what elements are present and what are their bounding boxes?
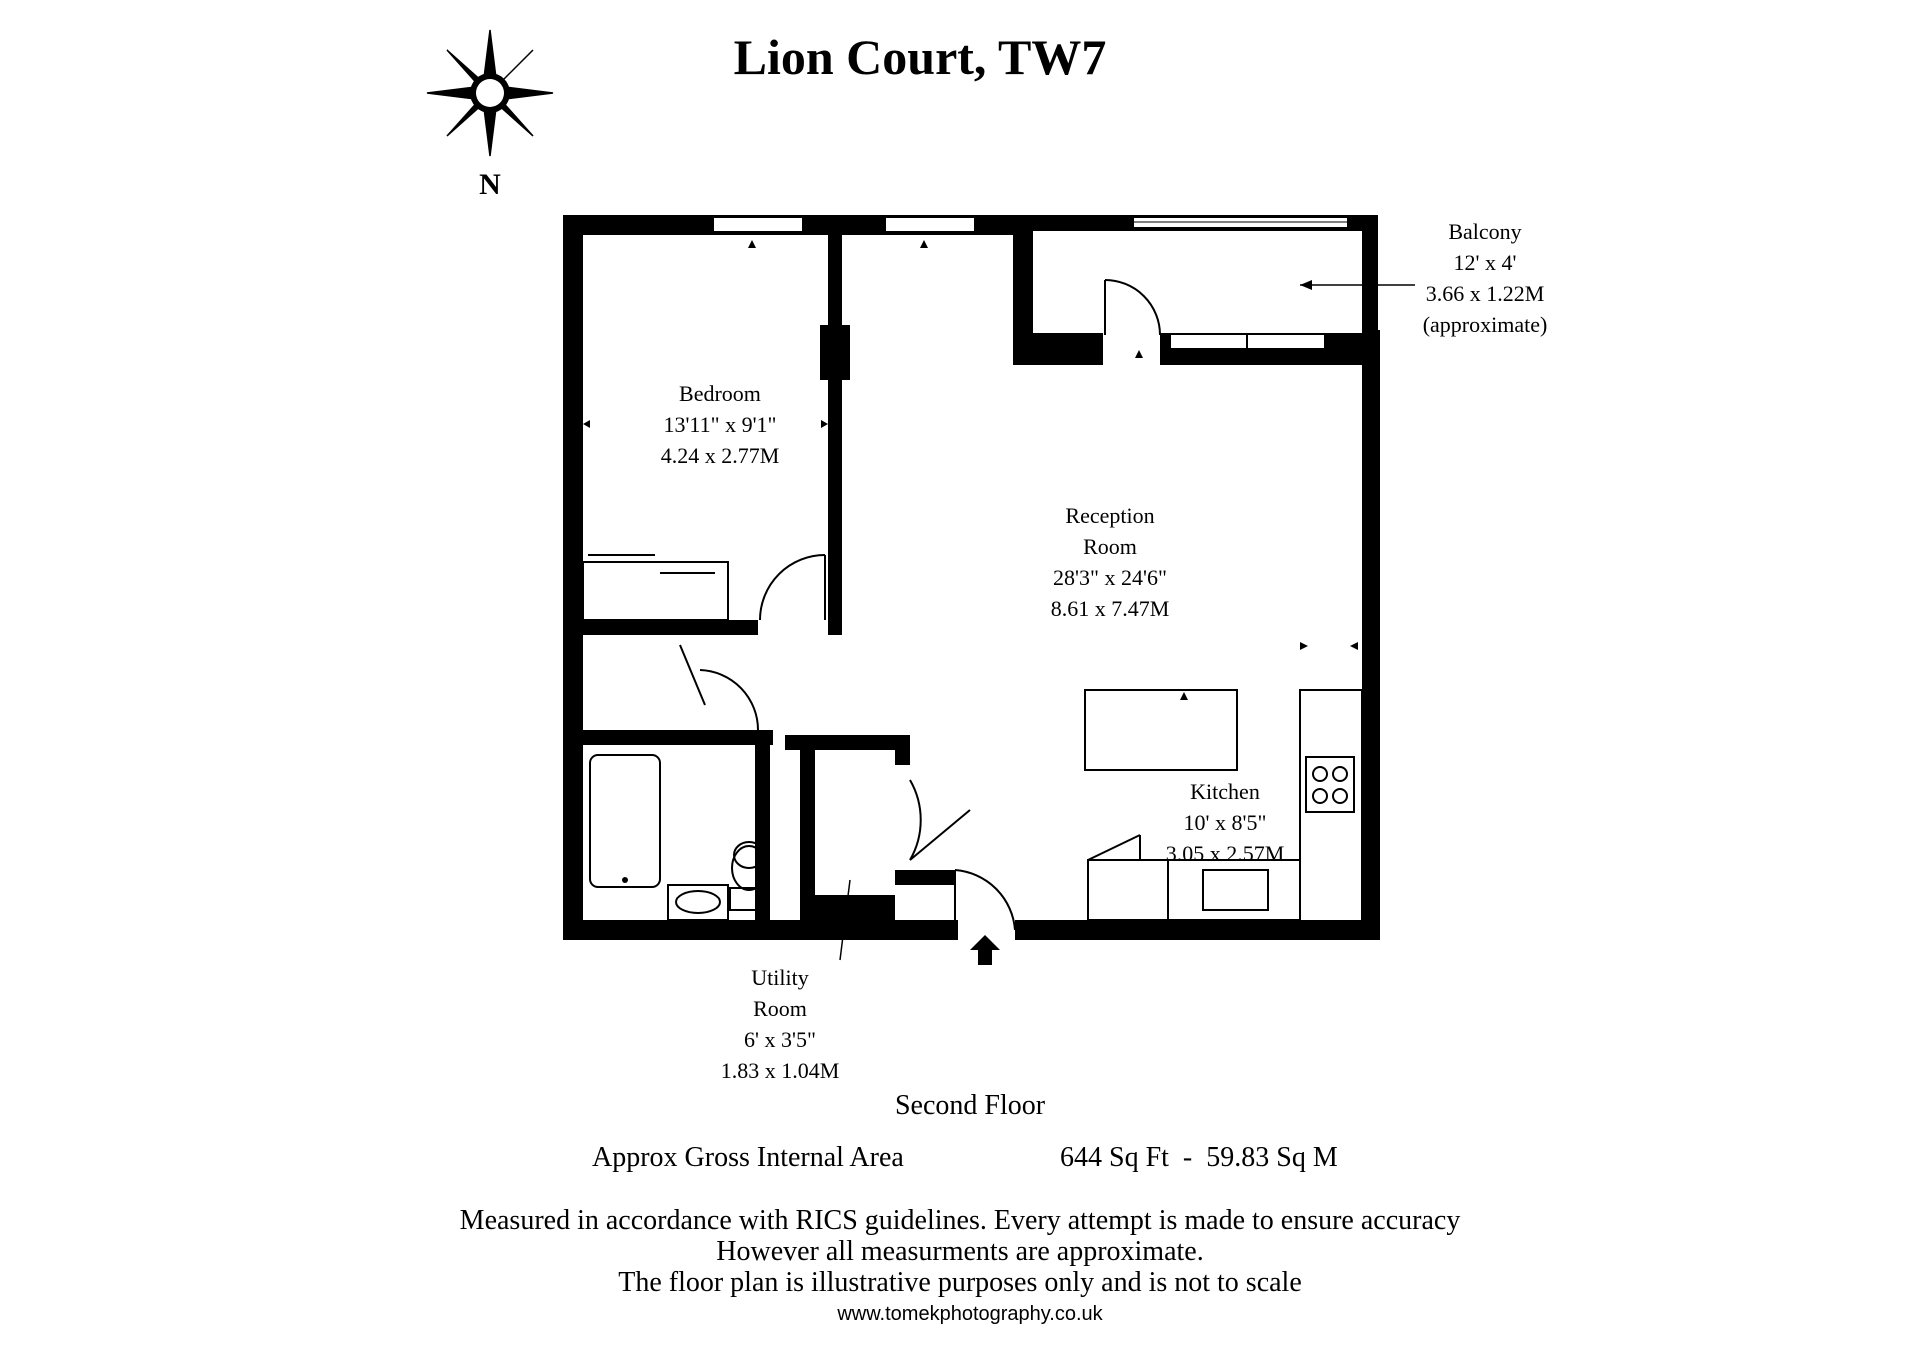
utility-size-imperial: 6' x 3'5": [744, 1027, 816, 1052]
kitchen-size-metric: 3.05 x 2.57M: [1165, 841, 1285, 866]
north-label: N: [479, 168, 501, 201]
room-label-bedroom: Bedroom 13'11" x 9'1" 4.24 x 2.77M: [620, 378, 820, 471]
dimension-markers: [583, 240, 1358, 700]
balcony-name: Balcony: [1448, 219, 1522, 244]
utility-name-line1: Utility: [751, 965, 809, 990]
kitchen-fittings: [1087, 689, 1363, 926]
disclaimer-line-1: Measured in accordance with RICS guideli…: [459, 1205, 1461, 1236]
kitchen-name: Kitchen: [1190, 779, 1260, 804]
room-label-reception: Reception Room 28'3" x 24'6" 8.61 x 7.47…: [1010, 500, 1210, 624]
wardrobe: [582, 554, 729, 621]
disclaimer: Measured in accordance with RICS guideli…: [260, 1205, 1660, 1298]
reception-name-line2: Room: [1083, 534, 1137, 559]
room-label-kitchen: Kitchen 10' x 8'5" 3.05 x 2.57M: [1140, 776, 1310, 869]
balcony-size-imperial: 12' x 4': [1453, 250, 1517, 275]
room-label-balcony: Balcony 12' x 4' 3.66 x 1.22M (approxima…: [1400, 216, 1570, 340]
kitchen-size-imperial: 10' x 8'5": [1183, 810, 1267, 835]
floor-name: Second Floor: [894, 1090, 1046, 1121]
balcony-size-metric: 3.66 x 1.22M: [1425, 281, 1545, 306]
website-link[interactable]: www.tomekphotography.co.uk: [837, 1303, 1103, 1325]
balcony-note: (approximate): [1422, 312, 1548, 337]
reception-size-metric: 8.61 x 7.47M: [1050, 596, 1170, 621]
page-title: Lion Court, TW7: [733, 29, 1107, 85]
compass-rose-icon: [426, 29, 554, 157]
room-label-utility: Utility Room 6' x 3'5" 1.83 x 1.04M: [700, 962, 860, 1086]
disclaimer-line-2: However all measurments are approximate.: [716, 1236, 1204, 1267]
interior-walls: [563, 230, 955, 930]
disclaimer-line-3: The floor plan is illustrative purposes …: [618, 1267, 1302, 1298]
bathroom-fittings: [589, 754, 769, 921]
bedroom-size-imperial: 13'11" x 9'1": [663, 412, 777, 437]
area-value: 644 Sq Ft - 59.83 Sq M: [1060, 1142, 1338, 1173]
reception-size-imperial: 28'3" x 24'6": [1053, 565, 1167, 590]
bedroom-size-metric: 4.24 x 2.77M: [660, 443, 780, 468]
reception-name-line1: Reception: [1065, 503, 1155, 528]
area-label: Approx Gross Internal Area: [592, 1142, 904, 1173]
bedroom-name: Bedroom: [679, 381, 761, 406]
utility-size-metric: 1.83 x 1.04M: [720, 1058, 840, 1083]
utility-name-line2: Room: [753, 996, 807, 1021]
